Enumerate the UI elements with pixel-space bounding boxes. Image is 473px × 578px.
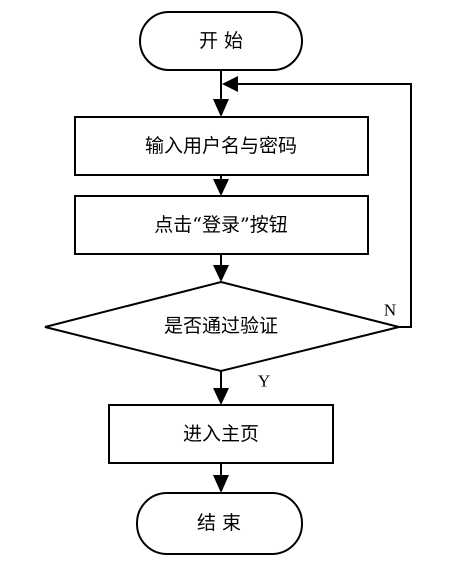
end-label: 结 束 xyxy=(197,512,241,534)
arrowhead-into-click xyxy=(213,179,229,196)
arrowhead-loop-back xyxy=(222,76,238,92)
arrowhead-into-input xyxy=(213,99,229,117)
end-terminal xyxy=(136,492,303,555)
no-branch-label: N xyxy=(384,301,396,320)
start-label: 开 始 xyxy=(199,30,243,52)
click-login-label: 点击“登录”按钮 xyxy=(154,214,287,236)
decision-label: 是否通过验证 xyxy=(164,315,278,337)
yes-branch-label: Y xyxy=(258,372,270,391)
arrowhead-into-home xyxy=(213,388,229,405)
input-credentials-label: 输入用户名与密码 xyxy=(145,135,297,157)
connector-no-loop xyxy=(236,83,412,328)
arrowhead-into-end xyxy=(213,475,229,493)
input-credentials-box xyxy=(74,116,369,176)
enter-home-label: 进入主页 xyxy=(183,423,259,445)
arrowhead-into-decision xyxy=(213,265,229,282)
